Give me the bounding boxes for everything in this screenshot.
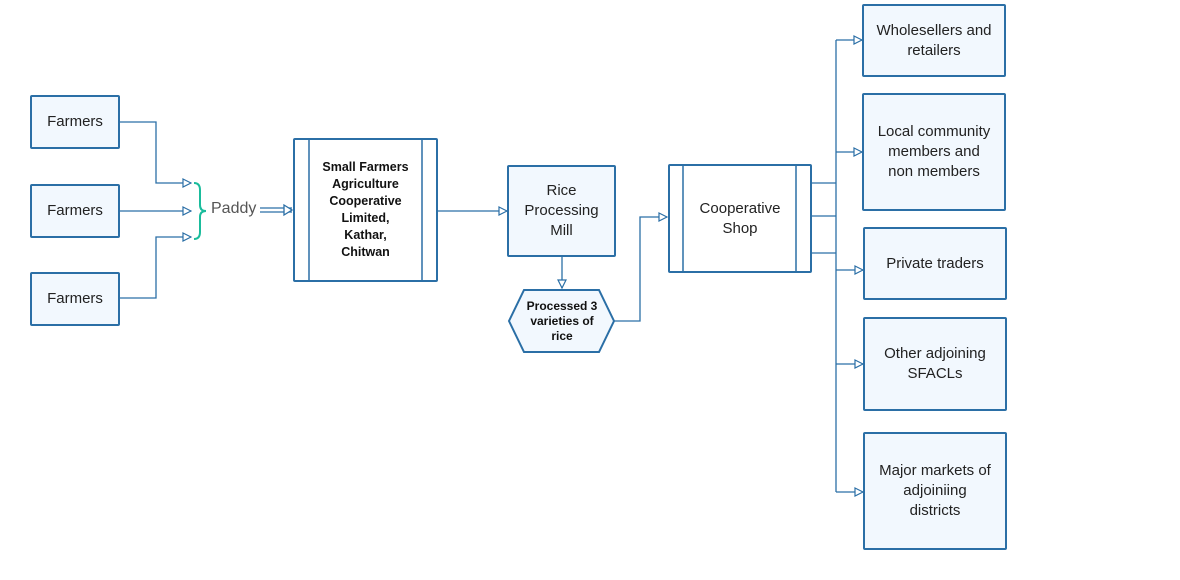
connector-farmer-3 [120, 237, 191, 299]
outlet-wholesellers: Wholesellers and retailers [862, 4, 1006, 77]
rice-mill-label: Rice Processing Mill [524, 182, 599, 239]
farmers-label-2: Farmers [47, 202, 103, 219]
farmers-node-2: Farmers [30, 184, 120, 238]
paddy-label: Paddy [211, 200, 257, 217]
farmers-node-1: Farmers [30, 95, 120, 149]
processed-rice-label: Processed 3 varieties of rice [526, 298, 598, 343]
connector-shop-trunk [812, 40, 837, 492]
brace-shape [193, 182, 207, 240]
outlet-label-5: Major markets of adjoiniing districts [879, 462, 991, 519]
connector-processed-shop [614, 217, 667, 322]
processed-rice-hexagon [507, 289, 616, 353]
outlet-local-community: Local community members and non members [862, 93, 1006, 211]
sfacl-node: Small Farmers Agriculture Cooperative Li… [293, 138, 438, 282]
outlet-label-3: Private traders [886, 254, 984, 272]
outlet-other-sfacls: Other adjoining SFACLs [863, 317, 1007, 411]
sfacl-label: Small Farmers Agriculture Cooperative Li… [322, 160, 409, 259]
outlet-label-1: Wholesellers and retailers [876, 21, 992, 59]
cooperative-shop-node: Cooperative Shop [668, 164, 812, 273]
farmers-label-3: Farmers [47, 290, 103, 307]
farmers-node-3: Farmers [30, 272, 120, 326]
cooperative-shop-label: Cooperative Shop [699, 199, 781, 237]
outlet-label-2: Local community members and non members [877, 123, 991, 180]
farmers-label-1: Farmers [47, 113, 103, 130]
outlet-label-4: Other adjoining SFACLs [884, 345, 986, 382]
outlet-major-markets: Major markets of adjoiniing districts [863, 432, 1007, 550]
rice-mill-node: Rice Processing Mill [507, 165, 616, 257]
connector-farmer-1 [120, 121, 191, 183]
outlet-private-traders: Private traders [863, 227, 1007, 300]
